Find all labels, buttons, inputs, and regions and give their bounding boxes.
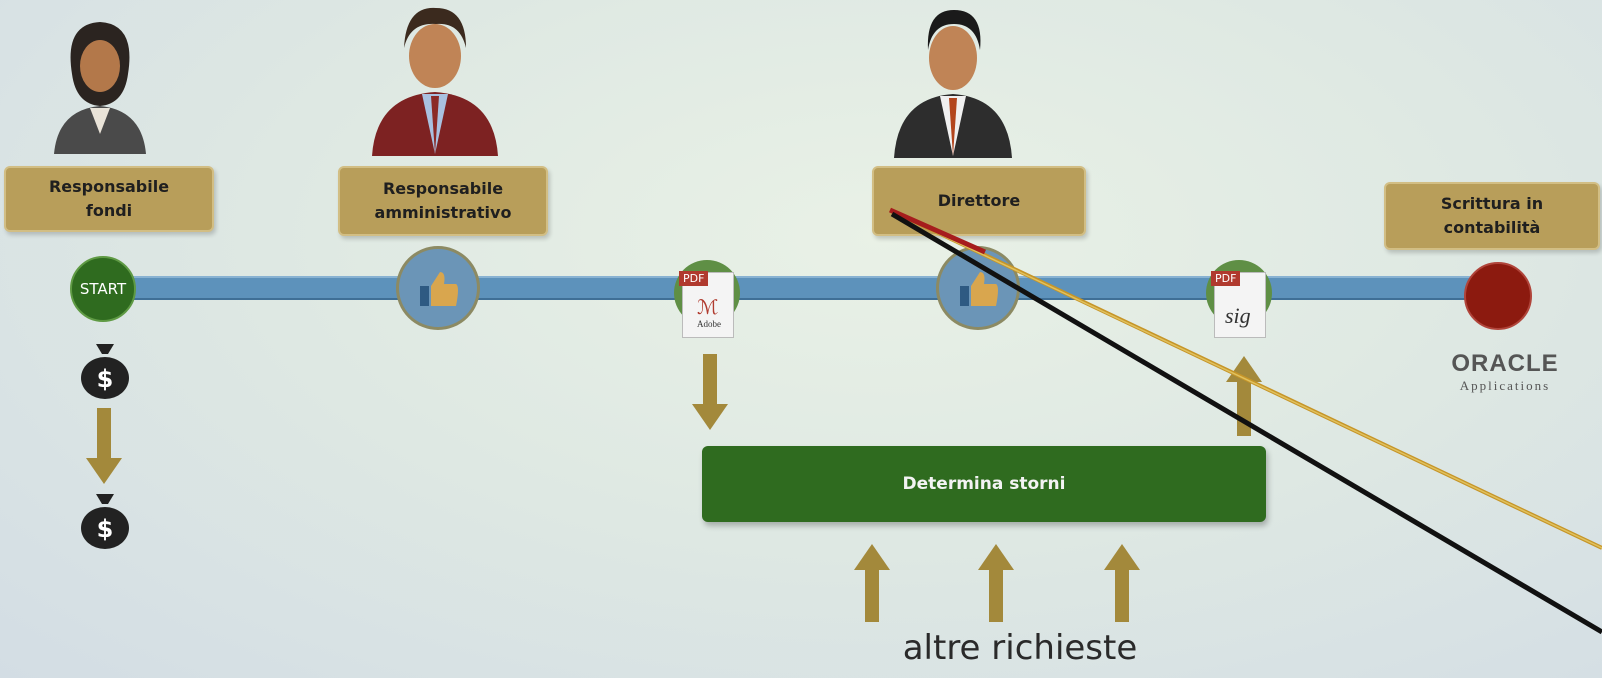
adobe-label: Adobe bbox=[697, 319, 721, 329]
sig-label: sig bbox=[1225, 303, 1251, 328]
money-bag-icon: $ bbox=[81, 494, 129, 549]
role-box-direttore: Direttore bbox=[872, 166, 1086, 236]
pdf-tag: PDF bbox=[679, 271, 709, 286]
footer-caption: altre richieste bbox=[902, 628, 1138, 668]
money-bag-icon: $ bbox=[81, 344, 129, 399]
approval-node-amministrativo bbox=[396, 246, 480, 330]
arrow-down-icon bbox=[86, 408, 122, 484]
arrow-down-icon bbox=[692, 354, 728, 430]
oracle-logo: ORACLE Applications bbox=[1430, 350, 1580, 394]
start-label: START bbox=[79, 280, 127, 298]
director-person-icon bbox=[894, 10, 1012, 158]
thumbs-up-icon bbox=[420, 272, 458, 306]
oracle-brand: ORACLE bbox=[1451, 350, 1559, 377]
start-node: START bbox=[70, 256, 136, 322]
pdf-node-adobe: PDF ℳ Adobe bbox=[674, 260, 740, 338]
approval-node-direttore bbox=[936, 246, 1020, 330]
pdf-signed-document-icon: PDF sig bbox=[1211, 271, 1266, 338]
role-box-responsabile-fondi: Responsabile fondi bbox=[4, 166, 214, 232]
pdf-tag: PDF bbox=[1211, 271, 1241, 286]
pdf-node-signature: PDF sig bbox=[1206, 260, 1272, 338]
adobe-logo-icon: ℳ bbox=[697, 297, 719, 319]
process-box-label: Determina storni bbox=[902, 474, 1066, 494]
process-box-determina-storni: Determina storni bbox=[702, 446, 1266, 522]
svg-text:$: $ bbox=[97, 515, 114, 543]
woman-person-icon bbox=[54, 22, 146, 154]
svg-text:$: $ bbox=[97, 365, 114, 393]
thumbs-up-icon bbox=[960, 272, 998, 306]
role-label: Responsabile fondi bbox=[48, 177, 170, 220]
oracle-subtitle: Applications bbox=[1459, 378, 1551, 393]
role-label: Direttore bbox=[937, 191, 1021, 210]
role-label: Responsabile amministrativo bbox=[374, 179, 512, 222]
role-label: Scrittura in contabilità bbox=[1440, 194, 1544, 237]
arrow-up-icon bbox=[1104, 544, 1140, 622]
arrow-up-icon bbox=[854, 544, 890, 622]
end-node bbox=[1464, 262, 1532, 330]
arrow-up-icon bbox=[978, 544, 1014, 622]
pdf-document-icon: PDF ℳ Adobe bbox=[679, 271, 734, 338]
role-box-responsabile-amministrativo: Responsabile amministrativo bbox=[338, 166, 548, 236]
role-box-scrittura-contabilita: Scrittura in contabilità bbox=[1384, 182, 1600, 250]
man-person-icon bbox=[372, 7, 498, 156]
